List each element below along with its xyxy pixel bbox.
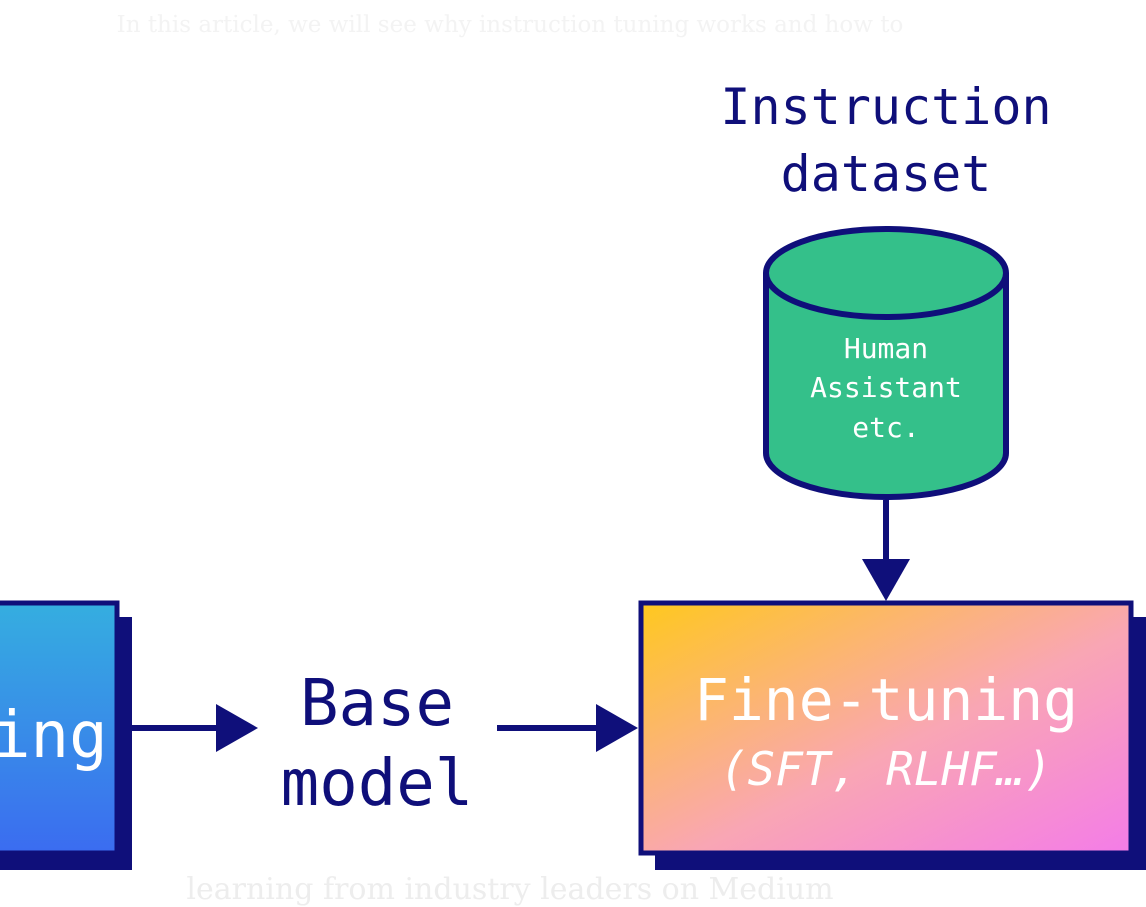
finetuning-box-body (638, 600, 1134, 856)
dataset-title-line1: Instruction (720, 78, 1051, 136)
database-icon: Human Assistant etc. (763, 226, 1009, 500)
database-line-etc: etc. (852, 411, 919, 444)
database-cylinder-top (763, 226, 1009, 320)
faded-article-text-top: In this article, we will see why instruc… (116, 12, 904, 38)
database-line-human: Human (844, 332, 928, 365)
database-line-assistant: Assistant (810, 371, 962, 404)
finetuning-subtitle: (SFT, RLHF…) (720, 742, 1052, 796)
faded-article-text-bottom: learning from industry leaders on Medium (186, 872, 834, 907)
finetuning-box: Fine-tuning (SFT, RLHF…) (638, 600, 1146, 870)
pretraining-box: ing (0, 600, 132, 870)
pretraining-box-label: ing (0, 699, 108, 773)
database-cylinder-body (763, 273, 1009, 500)
base-model-label-line1: Base (300, 667, 454, 741)
pretraining-box-body (0, 600, 120, 856)
base-model-label-line2: model (281, 747, 474, 821)
dataset-title-line2: dataset (781, 145, 992, 203)
finetuning-title: Fine-tuning (694, 666, 1078, 734)
